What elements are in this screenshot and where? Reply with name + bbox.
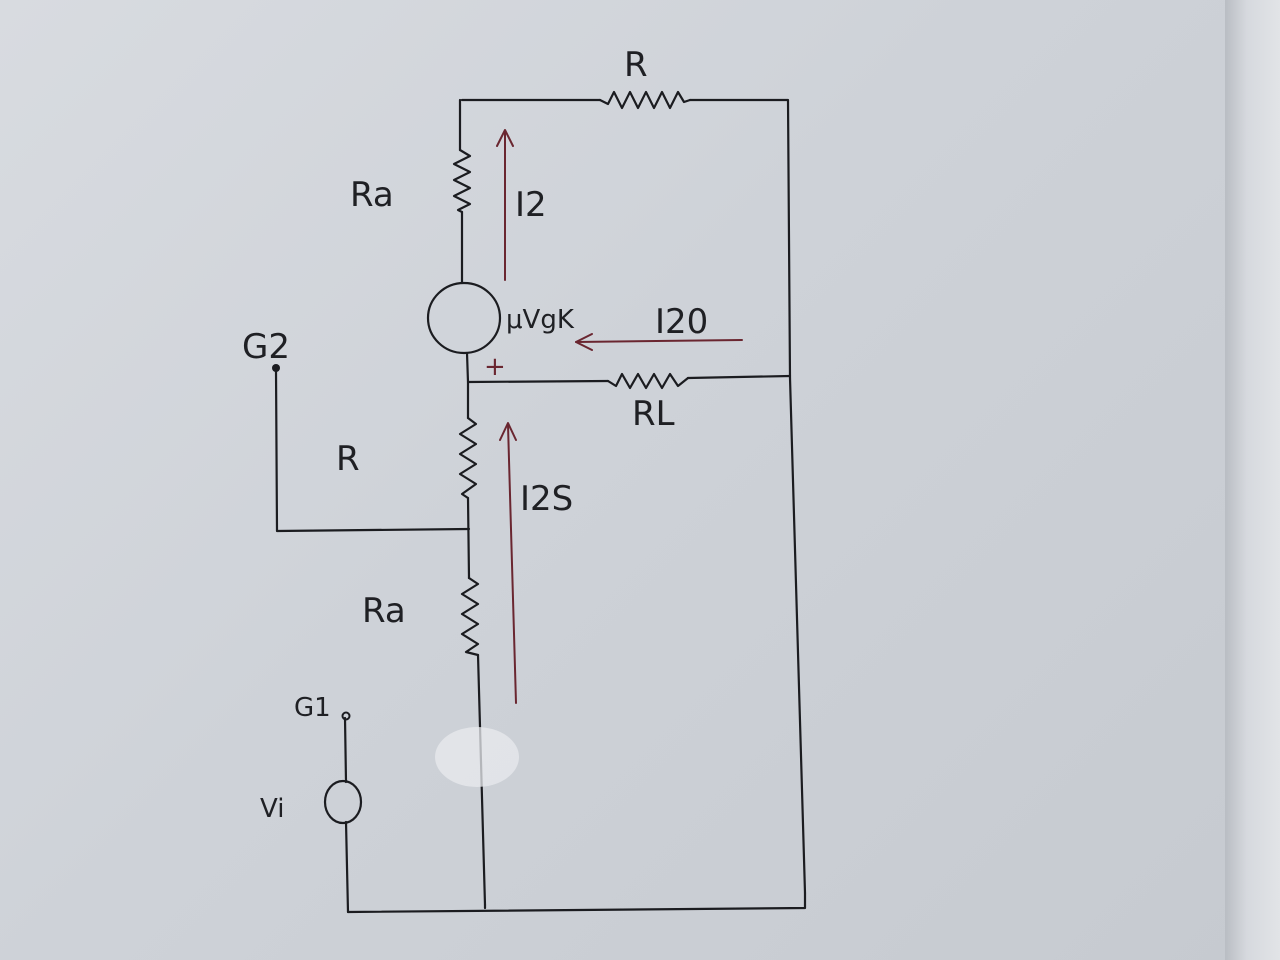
g2-terminal: [272, 364, 280, 372]
label-g2: G2: [242, 327, 290, 367]
arrow-i2: [496, 129, 514, 281]
label-ra-bottom: Ra: [362, 591, 406, 631]
label-mu-vgk: μVgK: [506, 305, 575, 335]
resistor-ra-bottom: [460, 576, 480, 657]
resistor-ra-top: [452, 148, 472, 214]
label-i20: I20: [655, 302, 708, 342]
arrow-i2s: [499, 422, 517, 704]
wire-bottom: [346, 891, 807, 914]
vi-voltage-source: [323, 779, 363, 825]
g1-terminal: [341, 711, 351, 721]
paper-edge: [1225, 0, 1280, 960]
label-i2: I2: [515, 185, 547, 225]
wire-rl-to-rail: [686, 374, 792, 380]
wire-vi-down: [344, 820, 350, 914]
wire-right-rail: [788, 376, 807, 895]
label-g1: G1: [294, 693, 331, 723]
label-r-top: R: [624, 45, 648, 85]
wire-mid-r-to-junction: [466, 496, 471, 580]
wire-node-to-rl: [466, 379, 610, 384]
eraser-smudge: [435, 727, 519, 787]
label-r-mid: R: [336, 439, 360, 479]
resistor-rl: [606, 372, 690, 390]
arrow-i20: [575, 333, 743, 351]
wire-g2-branch: [274, 368, 471, 533]
wire-g1-lead: [343, 716, 348, 784]
wire-top-right: [688, 98, 792, 380]
label-rl: RL: [632, 394, 675, 434]
resistor-r-mid: [458, 416, 478, 500]
label-ra-top: Ra: [350, 175, 394, 215]
resistor-r-top: [598, 90, 692, 110]
wire-source-to-node: [465, 351, 470, 420]
label-i2s: I2S: [520, 479, 573, 519]
label-plus: +: [484, 352, 506, 382]
dependent-voltage-source: [426, 281, 502, 355]
label-vi: Vi: [260, 794, 284, 824]
